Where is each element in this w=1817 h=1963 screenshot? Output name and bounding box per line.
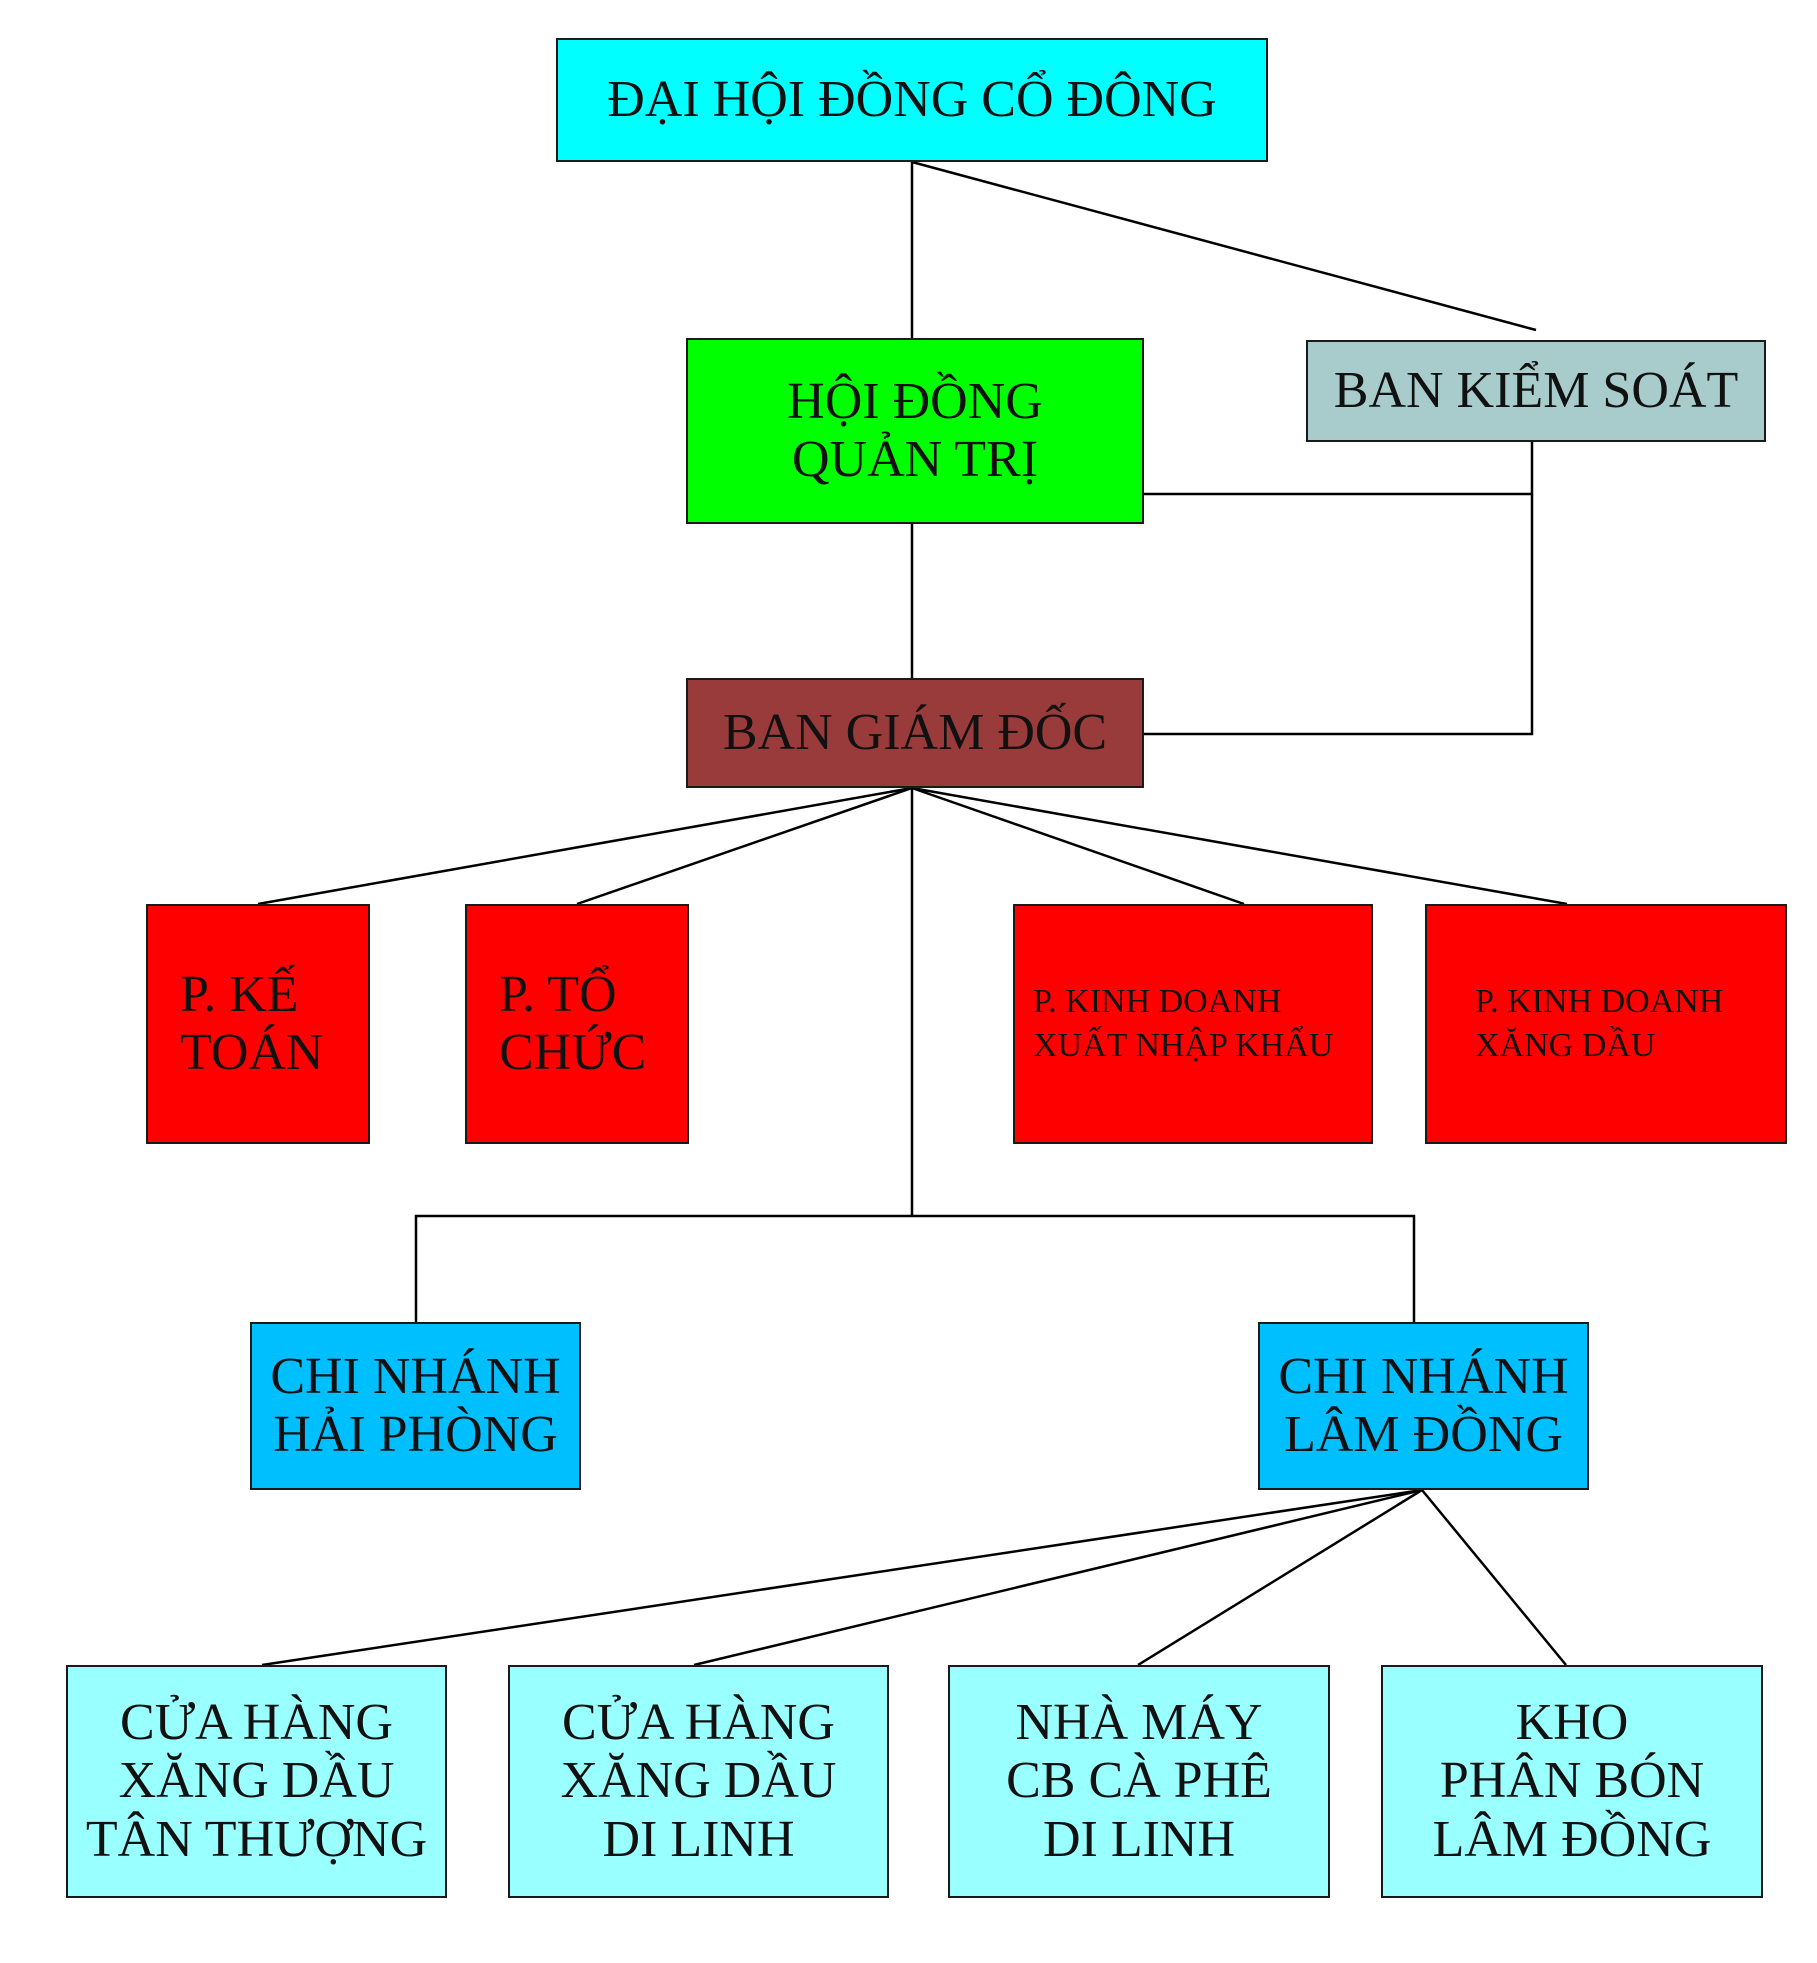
node-label: TOÁN bbox=[180, 1024, 324, 1081]
node-label: HỘI ĐỒNG bbox=[787, 372, 1043, 430]
node-label: BAN KIỂM SOÁT bbox=[1333, 361, 1739, 419]
node-label: XĂNG DẦU bbox=[1475, 1027, 1656, 1064]
edge-cnld-kho bbox=[1421, 1489, 1567, 1666]
edge-bks-bgd bbox=[1144, 494, 1534, 736]
node-label: NHÀ MÁY bbox=[1015, 1694, 1263, 1752]
node-label: CHI NHÁNH bbox=[1278, 1347, 1569, 1405]
node-label: PHÂN BÓN bbox=[1439, 1752, 1705, 1810]
node-p-ke-toan: P. KẾ TOÁN bbox=[146, 904, 370, 1144]
node-nha-may-cb-ca-phe: NHÀ MÁY CB CÀ PHÊ DI LINH bbox=[948, 1665, 1330, 1898]
node-label: CHỨC bbox=[499, 1024, 647, 1081]
node-label: P. TỔ bbox=[499, 965, 617, 1023]
node-label: DI LINH bbox=[602, 1810, 795, 1868]
node-label: KHO bbox=[1515, 1694, 1629, 1752]
node-label: LÂM ĐỒNG bbox=[1432, 1810, 1712, 1868]
node-label: P. KẾ bbox=[180, 965, 299, 1023]
node-label: XUẤT NHẬP KHẨU bbox=[1033, 1027, 1334, 1064]
node-label: QUẢN TRỊ bbox=[791, 431, 1039, 488]
node-ban-kiem-soat: BAN KIỂM SOÁT bbox=[1306, 340, 1766, 442]
edge-bgd-pkdxd bbox=[911, 786, 1568, 906]
node-label: CHI NHÁNH bbox=[270, 1347, 561, 1405]
node-hoi-dong-quan-tri: HỘI ĐỒNG QUẢN TRỊ bbox=[686, 338, 1144, 524]
edge-bgd-pkdxnk bbox=[911, 786, 1245, 906]
node-label: XĂNG DẦU bbox=[560, 1752, 837, 1810]
edge-cnld-chtt bbox=[261, 1488, 1423, 1667]
node-label: CỬA HÀNG bbox=[120, 1694, 393, 1752]
node-label: LÂM ĐỒNG bbox=[1284, 1406, 1563, 1463]
node-dai-hoi-dong-co-dong: ĐẠI HỘI ĐỒNG CỔ ĐÔNG bbox=[556, 38, 1268, 162]
node-label: ĐẠI HỘI ĐỒNG CỔ ĐÔNG bbox=[607, 70, 1217, 128]
node-label: BAN GIÁM ĐỐC bbox=[722, 703, 1108, 761]
node-p-to-chuc: P. TỔ CHỨC bbox=[465, 904, 689, 1144]
node-cua-hang-di-linh: CỬA HÀNG XĂNG DẦU DI LINH bbox=[508, 1665, 889, 1898]
edge-cnld-chdl bbox=[693, 1488, 1423, 1667]
node-label: P. KINH DOANH bbox=[1033, 982, 1282, 1020]
node-label: DI LINH bbox=[1042, 1810, 1236, 1868]
node-cua-hang-tan-thuong: CỬA HÀNG XĂNG DẦU TÂN THƯỢNG bbox=[66, 1665, 447, 1898]
node-p-kinh-doanh-xnk: P. KINH DOANH XUẤT NHẬP KHẨU bbox=[1013, 904, 1373, 1144]
node-label: CỬA HÀNG bbox=[562, 1694, 835, 1752]
node-chi-nhanh-lam-dong: CHI NHÁNH LÂM ĐỒNG bbox=[1258, 1322, 1589, 1490]
node-p-kinh-doanh-xang-dau: P. KINH DOANH XĂNG DẦU bbox=[1425, 904, 1787, 1144]
node-label: TÂN THƯỢNG bbox=[85, 1810, 428, 1868]
edge-bgd-ptc bbox=[576, 786, 913, 906]
node-label: HẢI PHÒNG bbox=[273, 1406, 558, 1463]
node-label: XĂNG DẦU bbox=[118, 1752, 395, 1810]
node-ban-giam-doc: BAN GIÁM ĐỐC bbox=[686, 678, 1144, 788]
node-chi-nhanh-hai-phong: CHI NHÁNH HẢI PHÒNG bbox=[250, 1322, 581, 1490]
node-label: P. KINH DOANH bbox=[1475, 982, 1724, 1020]
edge-dhdcd-bks bbox=[911, 160, 1537, 332]
node-kho-phan-bon: KHO PHÂN BÓN LÂM ĐỒNG bbox=[1381, 1665, 1763, 1898]
edge-bgd-pkt bbox=[257, 786, 913, 906]
node-label: CB CÀ PHÊ bbox=[1006, 1752, 1272, 1810]
edge-cnld-nmcb bbox=[1137, 1488, 1423, 1667]
edge-bgd-cnld bbox=[912, 1214, 1416, 1322]
edge-bgd-cnhp bbox=[414, 1214, 912, 1322]
edge-bks-hdqt bbox=[1144, 442, 1534, 496]
